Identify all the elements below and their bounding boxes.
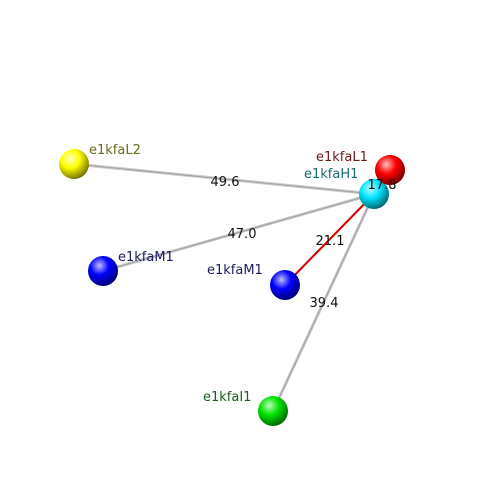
node-e1kfaL2 [59, 149, 89, 179]
edge-label-e1kfaM1b-e1kfaH1: 21.1 [316, 234, 345, 249]
node-label-e1kfaH1: e1kfaH1 [304, 167, 358, 182]
edge-e1kfaM1b-e1kfaH1 [284, 193, 375, 286]
edge-core-e1kfaM1a-e1kfaH1 [102, 193, 375, 272]
edge-core-e1kfaI1-e1kfaH1 [272, 193, 375, 412]
edge-label-e1kfaL2-e1kfaH1: 49.6 [211, 175, 240, 190]
labels-layer: e1kfaL2 e1kfaL1 e1kfaH1 e1kfaM1 e1kfaM1 e1kfa… [89, 143, 405, 405]
node-label-e1kfaM1a: e1kfaM1 [118, 250, 174, 265]
node-e1kfaM1a [88, 256, 118, 286]
node-label-e1kfaL2: e1kfaL2 [89, 143, 141, 158]
node-e1kfaM1b [270, 270, 300, 300]
edge-label-e1kfaM1a-e1kfaH1: 47.0 [228, 227, 257, 242]
node-label-e1kfaL1: e1kfaL1 [316, 150, 368, 165]
node-e1kfaI1 [258, 396, 288, 426]
edge-label-e1kfaI1-e1kfaH1: 39.4 [310, 296, 339, 311]
node-label-e1kfaI1: e1kfaI1 [203, 390, 251, 405]
node-label-e1kfaM1b: e1kfaM1 [207, 263, 263, 278]
node-e1kfaH1 [359, 179, 389, 209]
node-e1kfaL1-overlay [375, 155, 405, 185]
edge-core-e1kfaL2-e1kfaH1 [73, 163, 375, 195]
edges-layer [72, 162, 392, 413]
